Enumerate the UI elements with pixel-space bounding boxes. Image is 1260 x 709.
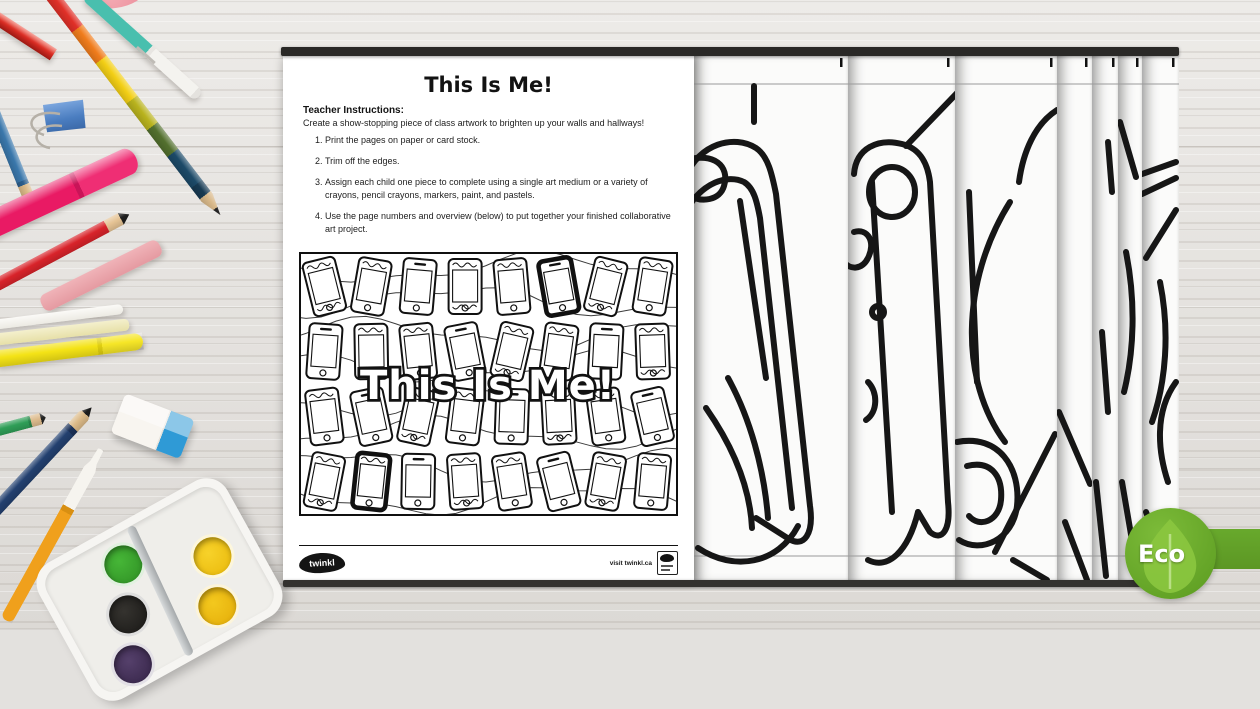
step-item-2: Trim off the edges.	[325, 155, 679, 168]
visit-site-text: visit twinkl.ca	[609, 559, 652, 567]
phone-outline	[492, 257, 532, 316]
page-title: This Is Me!	[424, 73, 553, 97]
phone-outline	[536, 450, 582, 513]
stacked-page-5-art	[1092, 58, 1118, 579]
stacked-page-6	[1118, 56, 1142, 580]
page-footer: twinkl visit twinkl.ca	[298, 550, 678, 576]
phone-outline	[447, 258, 483, 315]
phone-outline	[302, 451, 346, 512]
phone-outline	[305, 322, 344, 381]
phone-outline	[630, 385, 675, 448]
stacked-page-5	[1092, 56, 1118, 580]
stacked-page-2	[848, 56, 955, 580]
step-item-1: Print the pages on paper or card stock.	[325, 134, 679, 147]
phone-outline	[538, 321, 580, 382]
stacked-page-7	[1142, 56, 1179, 580]
step-item-3: Assign each child one piece to complete …	[325, 176, 679, 202]
step-item-4: Use the page numbers and overview (below…	[325, 210, 679, 236]
phone-outline	[489, 320, 535, 383]
badge-blob	[660, 554, 674, 562]
eco-badge: Eco	[1125, 508, 1216, 599]
stacked-page-6-art	[1118, 58, 1142, 557]
stacked-page-7-art	[1142, 58, 1179, 580]
phone-outline	[446, 452, 485, 511]
footer-right-group: visit twinkl.ca	[610, 551, 678, 575]
phone-outline	[444, 386, 486, 447]
artwork-overview-preview: This Is Me!	[299, 252, 678, 516]
phone-outline	[536, 255, 582, 318]
phone-outline	[349, 386, 394, 447]
stacked-page-4	[1057, 56, 1092, 580]
phone-outline	[633, 452, 673, 511]
phone-outline	[587, 322, 625, 381]
stacked-page-3-art	[955, 58, 1057, 580]
twinkl-quality-badge	[657, 551, 678, 575]
instruction-steps: Print the pages on paper or card stock. …	[305, 134, 679, 244]
footer-divider	[299, 545, 678, 546]
phone-outline	[584, 451, 627, 512]
phone-outline	[398, 257, 438, 316]
phone-outline	[350, 256, 393, 317]
phone-outline	[400, 452, 437, 511]
phone-outline	[493, 387, 531, 446]
instructions-page: This Is Me! Teacher Instructions: Create…	[283, 56, 694, 580]
stack-top-edge-shadow	[281, 47, 1179, 56]
instructions-intro: Create a show-stopping piece of class ar…	[303, 118, 645, 128]
binder-clip-wires	[30, 111, 63, 150]
phone-outline	[583, 255, 629, 318]
stacked-page-1	[694, 56, 848, 580]
eco-label: Eco	[1138, 539, 1186, 568]
phone-outline	[398, 321, 438, 382]
wave-line	[301, 414, 676, 450]
stacked-page-2-art	[848, 58, 955, 566]
badge-line-2	[661, 569, 670, 571]
phone-outline	[631, 256, 674, 317]
phone-grid-coloring-preview: This Is Me!	[301, 254, 676, 514]
blue-binder-clip	[22, 100, 88, 154]
eco-leaf-icon	[1143, 519, 1197, 593]
phone-outline	[540, 387, 578, 446]
stack-bottom-edge-shadow	[283, 580, 1179, 587]
stacked-page-1-art	[694, 58, 848, 565]
stacked-page-3	[955, 56, 1057, 580]
phone-outline	[353, 322, 390, 381]
stacked-page-4-art	[1057, 58, 1092, 580]
phone-outline	[350, 450, 393, 513]
phone-outline	[396, 386, 441, 447]
phone-outline	[585, 386, 627, 447]
preview-overlay-text: This Is Me!	[360, 363, 616, 409]
phone-outline	[491, 451, 533, 512]
phone-outline	[301, 255, 348, 318]
twinkl-logo: twinkl	[298, 551, 346, 575]
badge-line-1	[661, 565, 673, 567]
phone-outline	[634, 322, 671, 381]
phone-outline	[304, 386, 345, 447]
teacher-instructions-heading: Teacher Instructions:	[303, 105, 404, 116]
phone-outline	[443, 321, 487, 382]
